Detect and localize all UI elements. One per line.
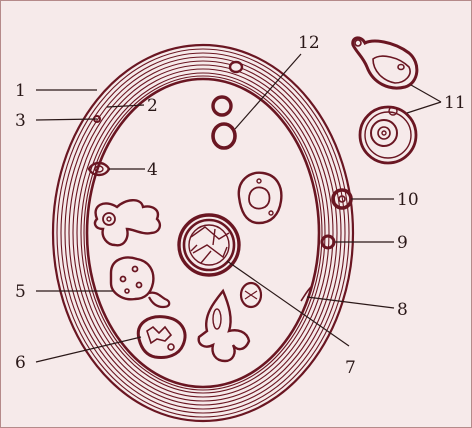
- label-1: 1: [15, 81, 26, 101]
- label-11: 11: [444, 93, 466, 113]
- free-body-lower: [360, 107, 416, 163]
- cell-membrane: [87, 79, 319, 387]
- label-6: 6: [15, 353, 26, 373]
- label-5: 5: [15, 282, 26, 302]
- label-8: 8: [397, 300, 408, 320]
- cell-wall: [53, 45, 353, 421]
- leader-11b: [407, 102, 441, 113]
- lobed-body-upper: [95, 200, 160, 245]
- wall-inclusion-top: [230, 62, 242, 72]
- oval-body-upper-right: [239, 173, 282, 223]
- label-9: 9: [397, 233, 408, 253]
- free-body-upper: [353, 38, 417, 88]
- label-7: 7: [345, 358, 356, 378]
- label-4: 4: [147, 160, 158, 180]
- leader-11a: [411, 85, 441, 102]
- label-10: 10: [397, 190, 419, 210]
- paired-granules: [213, 97, 235, 148]
- round-body-with-granules: [111, 258, 169, 307]
- label-12: 12: [298, 33, 320, 53]
- label-3: 3: [15, 111, 26, 131]
- label-2: 2: [147, 96, 158, 116]
- textured-body: [138, 317, 185, 358]
- leader-6: [36, 337, 141, 362]
- wall-ring-body-small: [322, 236, 334, 248]
- nucleus: [179, 215, 239, 275]
- oval-granule: [241, 283, 261, 307]
